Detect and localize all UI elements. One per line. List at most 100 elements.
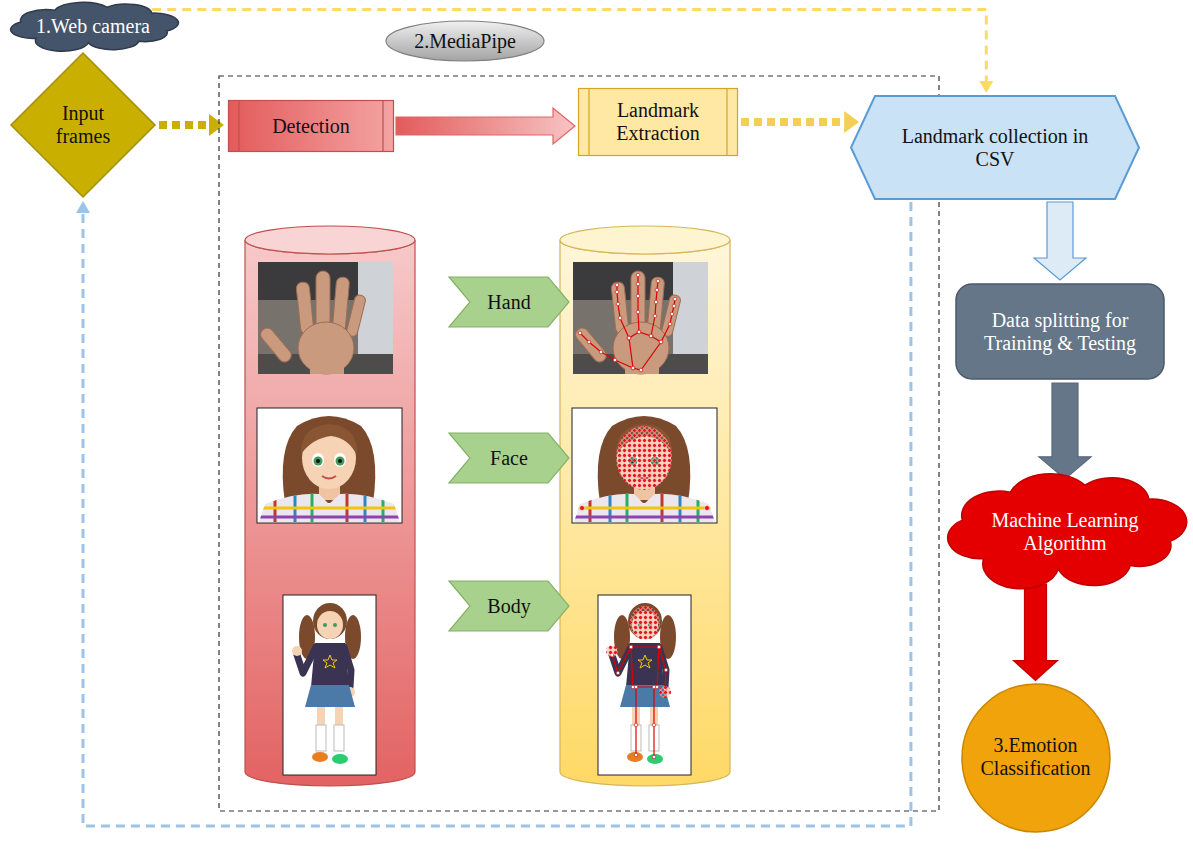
heading-ellipse (386, 21, 544, 61)
face-landmarks (705, 506, 710, 511)
side-band (726, 89, 727, 156)
text-holder: Data splitting for Training & Testing (955, 283, 1165, 380)
node-label: Machine Learning Algorithm (980, 509, 1150, 555)
dashed-shaft (159, 121, 212, 129)
chevron-step: Body (448, 580, 570, 632)
process-box: Landmark Extraction (578, 88, 738, 156)
input-diamond-outline (11, 53, 155, 197)
face-cartoon (572, 408, 717, 523)
dashed-shaft (741, 118, 847, 126)
hand-landmarks (651, 281, 658, 336)
detection-cylinder (245, 226, 415, 254)
hand-landmarks (580, 275, 675, 370)
source-cloud-outline (11, 2, 179, 51)
arrow-head (844, 111, 859, 133)
landmark-cylinder (560, 226, 730, 254)
node-label: Hand (487, 291, 530, 314)
arrow-head (979, 81, 993, 93)
process-box-outline (229, 101, 394, 152)
landmark-cylinder (560, 240, 730, 786)
flow-arrow (1039, 383, 1091, 479)
body-cartoon (283, 595, 376, 775)
output-circle: 3.Emotion Classification (961, 683, 1111, 833)
chevron-step-outline (449, 277, 569, 327)
text-holder: Landmark Extraction (578, 88, 738, 156)
body-landmarks (630, 606, 660, 640)
node-label: 3.Emotion Classification (970, 734, 1100, 780)
face-cartoon (257, 408, 402, 523)
body-landmarks (612, 647, 666, 757)
text-holder: Detection (228, 100, 394, 152)
text-holder: 1.Web camera (6, 2, 180, 52)
hand-landmarks (629, 332, 661, 370)
process-box-outline (956, 284, 1164, 379)
hand-landmarks (617, 285, 629, 338)
face-landmarks (580, 506, 585, 511)
dashed-line (152, 10, 986, 84)
body-landmarks (653, 687, 654, 757)
text-holder: Input frames (10, 52, 156, 198)
dashed-line (83, 202, 911, 826)
hand-photo (258, 262, 393, 374)
group-title: 2.MediaPipe (414, 30, 516, 53)
body-landmarks (659, 647, 666, 689)
block-arrow (396, 108, 575, 144)
chevron-step-outline (449, 433, 569, 483)
hand-landmarks (661, 299, 675, 342)
group-heading: 2.MediaPipe (385, 20, 545, 62)
block-arrow (1039, 383, 1091, 479)
body-landmarks (606, 645, 618, 657)
node-label: 1.Web camera (36, 15, 150, 38)
flow-arrow (1013, 584, 1057, 680)
chevron-step-outline (449, 581, 569, 631)
storage-hexagon: Landmark collection in CSV (850, 95, 1140, 200)
node-label: Face (490, 447, 528, 470)
node-label: Detection (272, 115, 350, 138)
model-cloud: Machine Learning Algorithm (941, 473, 1189, 590)
storage-hexagon-outline (851, 96, 1139, 199)
text-holder: Machine Learning Algorithm (941, 473, 1189, 590)
source-cloud: 1.Web camera (6, 2, 180, 52)
detection-cylinder (245, 240, 415, 786)
flow-arrow (1034, 202, 1086, 280)
model-cloud-outline (948, 474, 1187, 589)
block-arrow (1013, 584, 1057, 680)
body-landmarks (635, 687, 636, 755)
arrow-head (209, 114, 224, 136)
detection-cylinder (245, 226, 415, 786)
text-holder: Hand (448, 276, 570, 328)
hand-photo (573, 262, 708, 374)
landmark-cylinder (560, 226, 730, 786)
flow-arrow (159, 114, 224, 136)
output-circle-outline (962, 684, 1110, 832)
flow-arrow (396, 108, 575, 144)
node-label: Body (487, 595, 530, 618)
mediapipe-group: 2.MediaPipeDetectionLandmark ExtractionH… (218, 75, 940, 812)
mediapipe-group-outline (218, 75, 940, 812)
body-cartoon (598, 595, 691, 775)
process-box-outline (579, 89, 738, 156)
hand-landmarks (580, 333, 633, 368)
text-holder: Landmark collection in CSV (850, 95, 1140, 200)
text-holder: Face (448, 432, 570, 484)
dashed-frame (219, 76, 939, 811)
node-label: Data splitting for Training & Testing (970, 309, 1150, 355)
side-band (238, 101, 239, 152)
face-landmarks (580, 426, 710, 511)
text-holder: Body (448, 580, 570, 632)
hand-landmarks (638, 275, 639, 332)
node-label: Landmark collection in CSV (885, 125, 1105, 171)
flow-arrow (741, 111, 859, 133)
body-landmarks (606, 606, 671, 757)
chevron-step: Face (448, 432, 570, 484)
process-box: Data splitting for Training & Testing (955, 283, 1165, 380)
body-landmarks (631, 647, 659, 687)
side-band (588, 89, 589, 156)
node-label: Landmark Extraction (598, 99, 718, 145)
chevron-step: Hand (448, 276, 570, 328)
block-arrow (1034, 202, 1086, 280)
node-label: Input frames (47, 102, 119, 148)
flow-arrow (152, 10, 993, 93)
face-landmarks (616, 426, 672, 490)
